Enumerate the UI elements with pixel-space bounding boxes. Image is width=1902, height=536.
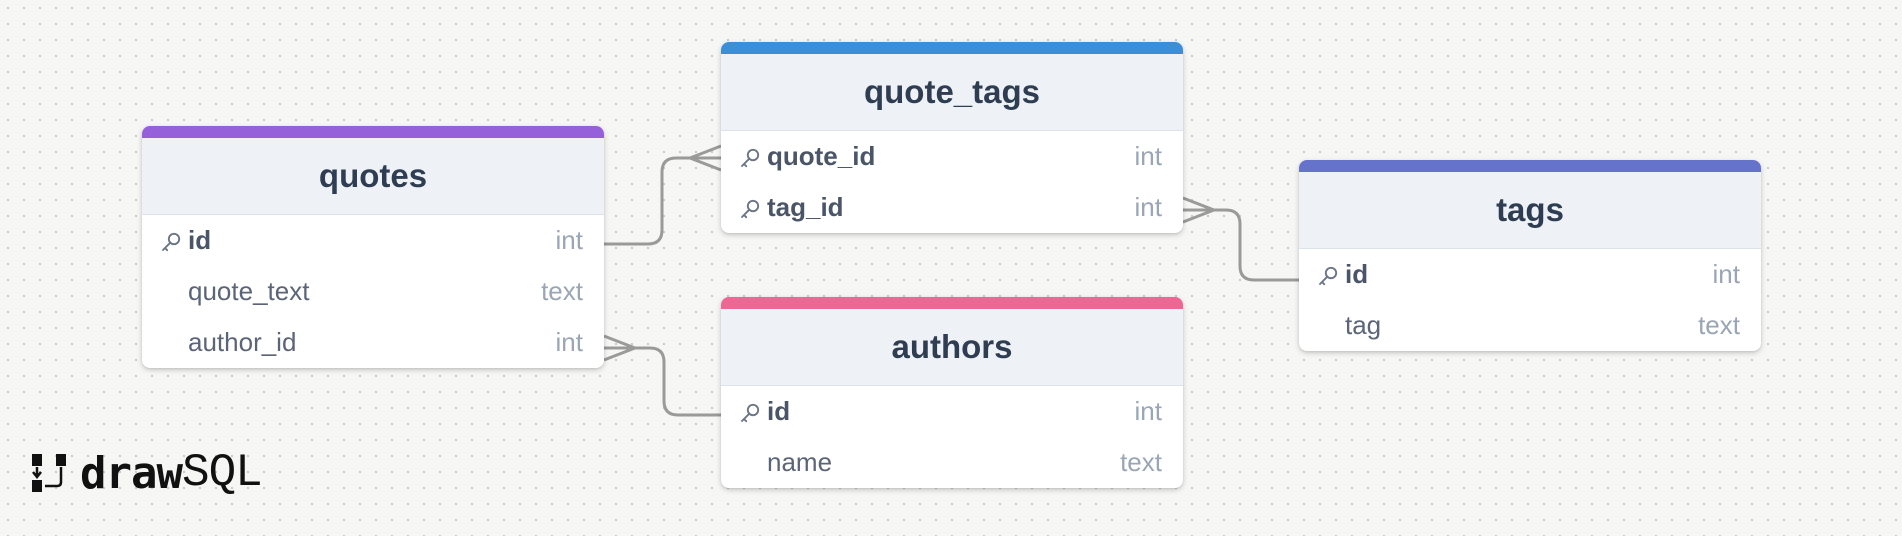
table-color-bar [1299,160,1761,172]
table-color-bar [721,42,1183,54]
column-row[interactable]: quote_id int [721,131,1183,182]
column-row[interactable]: tag text [1299,300,1761,351]
column-name: id [767,396,791,426]
table-tags[interactable]: tags id int tag text [1299,160,1761,351]
column-name: tag [1345,310,1382,340]
table-quotes[interactable]: quotes id int quote_text text author_id int [142,126,604,368]
table-columns: id int quote_text text author_id int [142,215,604,368]
column-type: text [1698,310,1740,340]
column-row[interactable]: id int [1299,249,1761,300]
column-row[interactable]: name text [721,437,1183,488]
table-title[interactable]: quote_tags [721,54,1183,131]
table-authors[interactable]: authors id int name text [721,297,1183,488]
column-name: id [1345,259,1369,289]
column-name: quote_text [188,276,310,306]
connector-tags-quote-tags [1183,208,1299,282]
drawsql-logo: draw SQL [30,447,263,499]
key-icon [741,199,760,219]
column-type: int [1134,396,1162,426]
column-row[interactable]: tag_id int [721,182,1183,233]
column-row[interactable]: id int [721,386,1183,437]
column-type: text [1120,447,1162,477]
key-icon [162,232,181,252]
connector-authors-quotes [604,346,721,417]
key-icon [1319,266,1338,286]
column-row[interactable]: id int [142,215,604,266]
column-name: name [767,447,833,477]
column-name: id [188,225,212,255]
column-name: author_id [188,327,297,357]
logo-text-sql: SQL [181,447,263,499]
column-row[interactable]: author_id int [142,317,604,368]
table-columns: id int name text [721,386,1183,488]
key-icon [741,148,760,168]
table-columns: id int tag text [1299,249,1761,351]
connector-quotes-quote-tags [604,156,721,246]
drawsql-logo-icon [32,454,66,492]
column-row[interactable]: quote_text text [142,266,604,317]
crowfoot-tag-id [1182,196,1215,224]
logo-text-draw: draw [80,447,183,499]
column-type: int [555,327,583,357]
table-title[interactable]: quotes [142,138,604,215]
table-color-bar [721,297,1183,309]
table-title[interactable]: authors [721,309,1183,386]
crowfoot-author-id [603,334,636,362]
table-color-bar [142,126,604,138]
crowfoot-quote-tags [689,144,722,172]
column-type: int [555,225,583,255]
column-name: tag_id [767,192,844,222]
key-icon [741,403,760,423]
column-type: int [1134,192,1162,222]
column-type: int [1134,141,1162,171]
column-type: text [541,276,583,306]
column-type: int [1712,259,1740,289]
table-title[interactable]: tags [1299,172,1761,249]
column-name: quote_id [767,141,876,171]
